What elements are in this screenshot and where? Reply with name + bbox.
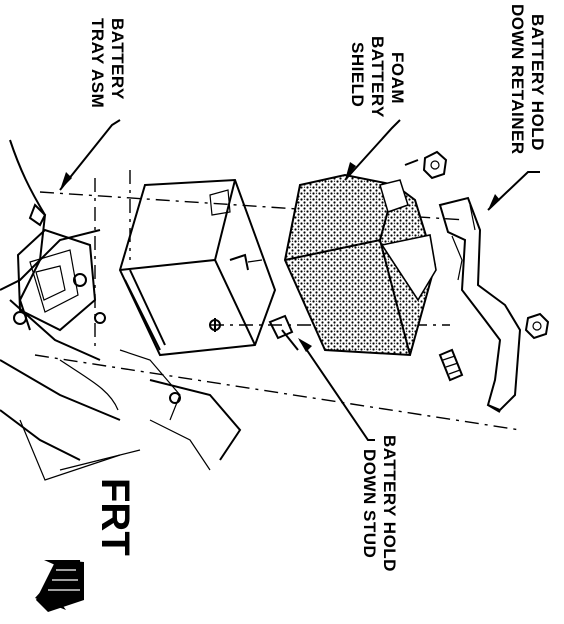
leader-lines — [59, 119, 540, 441]
label-battery-tray-asm-line1: BATTERY — [108, 18, 127, 100]
label-retainer-line2: DOWN RETAINER — [508, 4, 527, 155]
front-arrow-icon — [35, 560, 84, 612]
nut-right — [524, 312, 550, 340]
label-foam-line3: SHIELD — [348, 42, 367, 107]
bolt-lower — [438, 348, 464, 382]
fasteners — [229, 150, 550, 382]
vehicle-body-structure — [0, 139, 242, 481]
label-stud-line2: DOWN STUD — [360, 449, 379, 558]
battery — [118, 178, 277, 357]
label-battery-hold-down-stud: BATTERY HOLD DOWN STUD — [360, 435, 399, 572]
front-indicator: FRT — [35, 478, 137, 612]
hold-down-stud — [268, 314, 299, 351]
label-retainer-line1: BATTERY HOLD — [528, 14, 547, 151]
label-battery-hold-down-retainer: BATTERY HOLD DOWN RETAINER — [508, 4, 547, 155]
label-foam-line1: FOAM — [388, 52, 407, 104]
label-foam-battery-shield: FOAM BATTERY SHIELD — [348, 36, 407, 118]
label-foam-line2: BATTERY — [368, 36, 387, 118]
battery-hold-down-retainer-part — [438, 196, 522, 413]
nut-top — [422, 150, 448, 180]
alignment-centerlines — [34, 170, 521, 431]
foam-battery-shield — [283, 173, 437, 357]
label-battery-tray-asm: BATTERY TRAY ASM — [88, 18, 127, 108]
label-stud-line1: BATTERY HOLD — [380, 435, 399, 572]
label-battery-tray-asm-line2: TRAY ASM — [88, 18, 107, 108]
front-indicator-text: FRT — [93, 478, 137, 556]
